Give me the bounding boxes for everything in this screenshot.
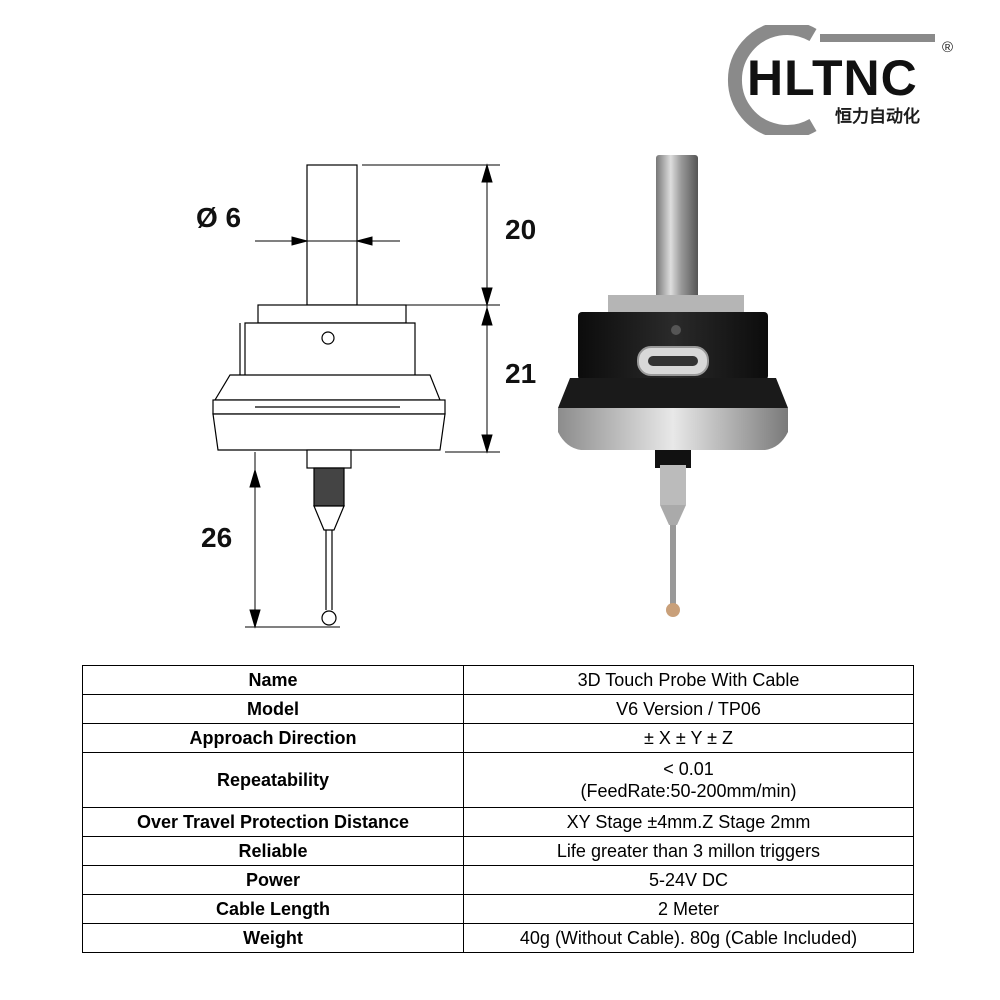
registered-mark: ®	[942, 39, 954, 56]
spec-value-approach: ± X ± Y ± Z	[463, 723, 914, 753]
drawing-shaft	[306, 164, 358, 306]
product-photo	[558, 155, 788, 617]
table-row: Name 3D Touch Probe With Cable	[82, 665, 914, 695]
drawing-ruby-ball	[321, 610, 337, 626]
photo-shaft	[656, 155, 698, 300]
photo-ruby-ball	[666, 603, 680, 617]
drawing-base	[212, 413, 446, 451]
table-row: Approach Direction ± X ± Y ± Z	[82, 723, 914, 753]
spec-value-repeatability-line1: < 0.01	[663, 759, 714, 779]
table-row: Repeatability < 0.01 (FeedRate:50-200mm/…	[82, 752, 914, 808]
brand-logo: HLTNC 恒力自动化 ®	[725, 21, 970, 139]
logo-text: HLTNC	[747, 50, 918, 106]
logo-swoosh	[728, 21, 935, 139]
drawing-hole	[321, 331, 335, 345]
spec-value-overtravel: XY Stage ±4mm.Z Stage 2mm	[463, 807, 914, 837]
logo-chinese-text: 恒力自动化	[835, 107, 920, 127]
photo-base	[558, 408, 788, 450]
spec-value-power: 5-24V DC	[463, 865, 914, 895]
spec-label-reliable: Reliable	[82, 836, 464, 866]
spec-value-repeatability: < 0.01 (FeedRate:50-200mm/min)	[463, 752, 914, 808]
spec-label-repeatability: Repeatability	[82, 752, 464, 808]
spec-value-cable-length: 2 Meter	[463, 894, 914, 924]
photo-top-plate	[608, 295, 744, 315]
table-row: Weight 40g (Without Cable). 80g (Cable I…	[82, 923, 914, 953]
table-row: Reliable Life greater than 3 millon trig…	[82, 836, 914, 866]
table-row: Model V6 Version / TP06	[82, 694, 914, 724]
spec-label-approach: Approach Direction	[82, 723, 464, 753]
spec-label-cable-length: Cable Length	[82, 894, 464, 924]
spec-table: Name 3D Touch Probe With Cable Model V6 …	[82, 665, 914, 953]
spec-value-repeatability-line2: (FeedRate:50-200mm/min)	[580, 781, 797, 801]
spec-label-name: Name	[82, 665, 464, 695]
table-row: Power 5-24V DC	[82, 865, 914, 895]
table-row: Cable Length 2 Meter	[82, 894, 914, 924]
technical-drawing	[212, 163, 500, 629]
diameter-label: Ø 6	[196, 202, 242, 233]
spec-value-model: V6 Version / TP06	[463, 694, 914, 724]
drawing-knurl	[313, 467, 345, 507]
spec-value-weight: 40g (Without Cable). 80g (Cable Included…	[463, 923, 914, 953]
dimension-bottom-label: 26	[201, 522, 233, 553]
spec-value-name: 3D Touch Probe With Cable	[463, 665, 914, 695]
drawing-top-plate	[257, 304, 407, 324]
table-row: Over Travel Protection Distance XY Stage…	[82, 807, 914, 837]
drawing-flange	[213, 374, 441, 401]
photo-knurl	[660, 465, 686, 505]
dimension-top-label: 20	[505, 214, 537, 245]
spec-label-weight: Weight	[82, 923, 464, 953]
spec-label-overtravel: Over Travel Protection Distance	[82, 807, 464, 837]
spec-value-reliable: Life greater than 3 millon triggers	[463, 836, 914, 866]
spec-label-model: Model	[82, 694, 464, 724]
spec-label-power: Power	[82, 865, 464, 895]
dimension-middle-label: 21	[505, 358, 537, 389]
